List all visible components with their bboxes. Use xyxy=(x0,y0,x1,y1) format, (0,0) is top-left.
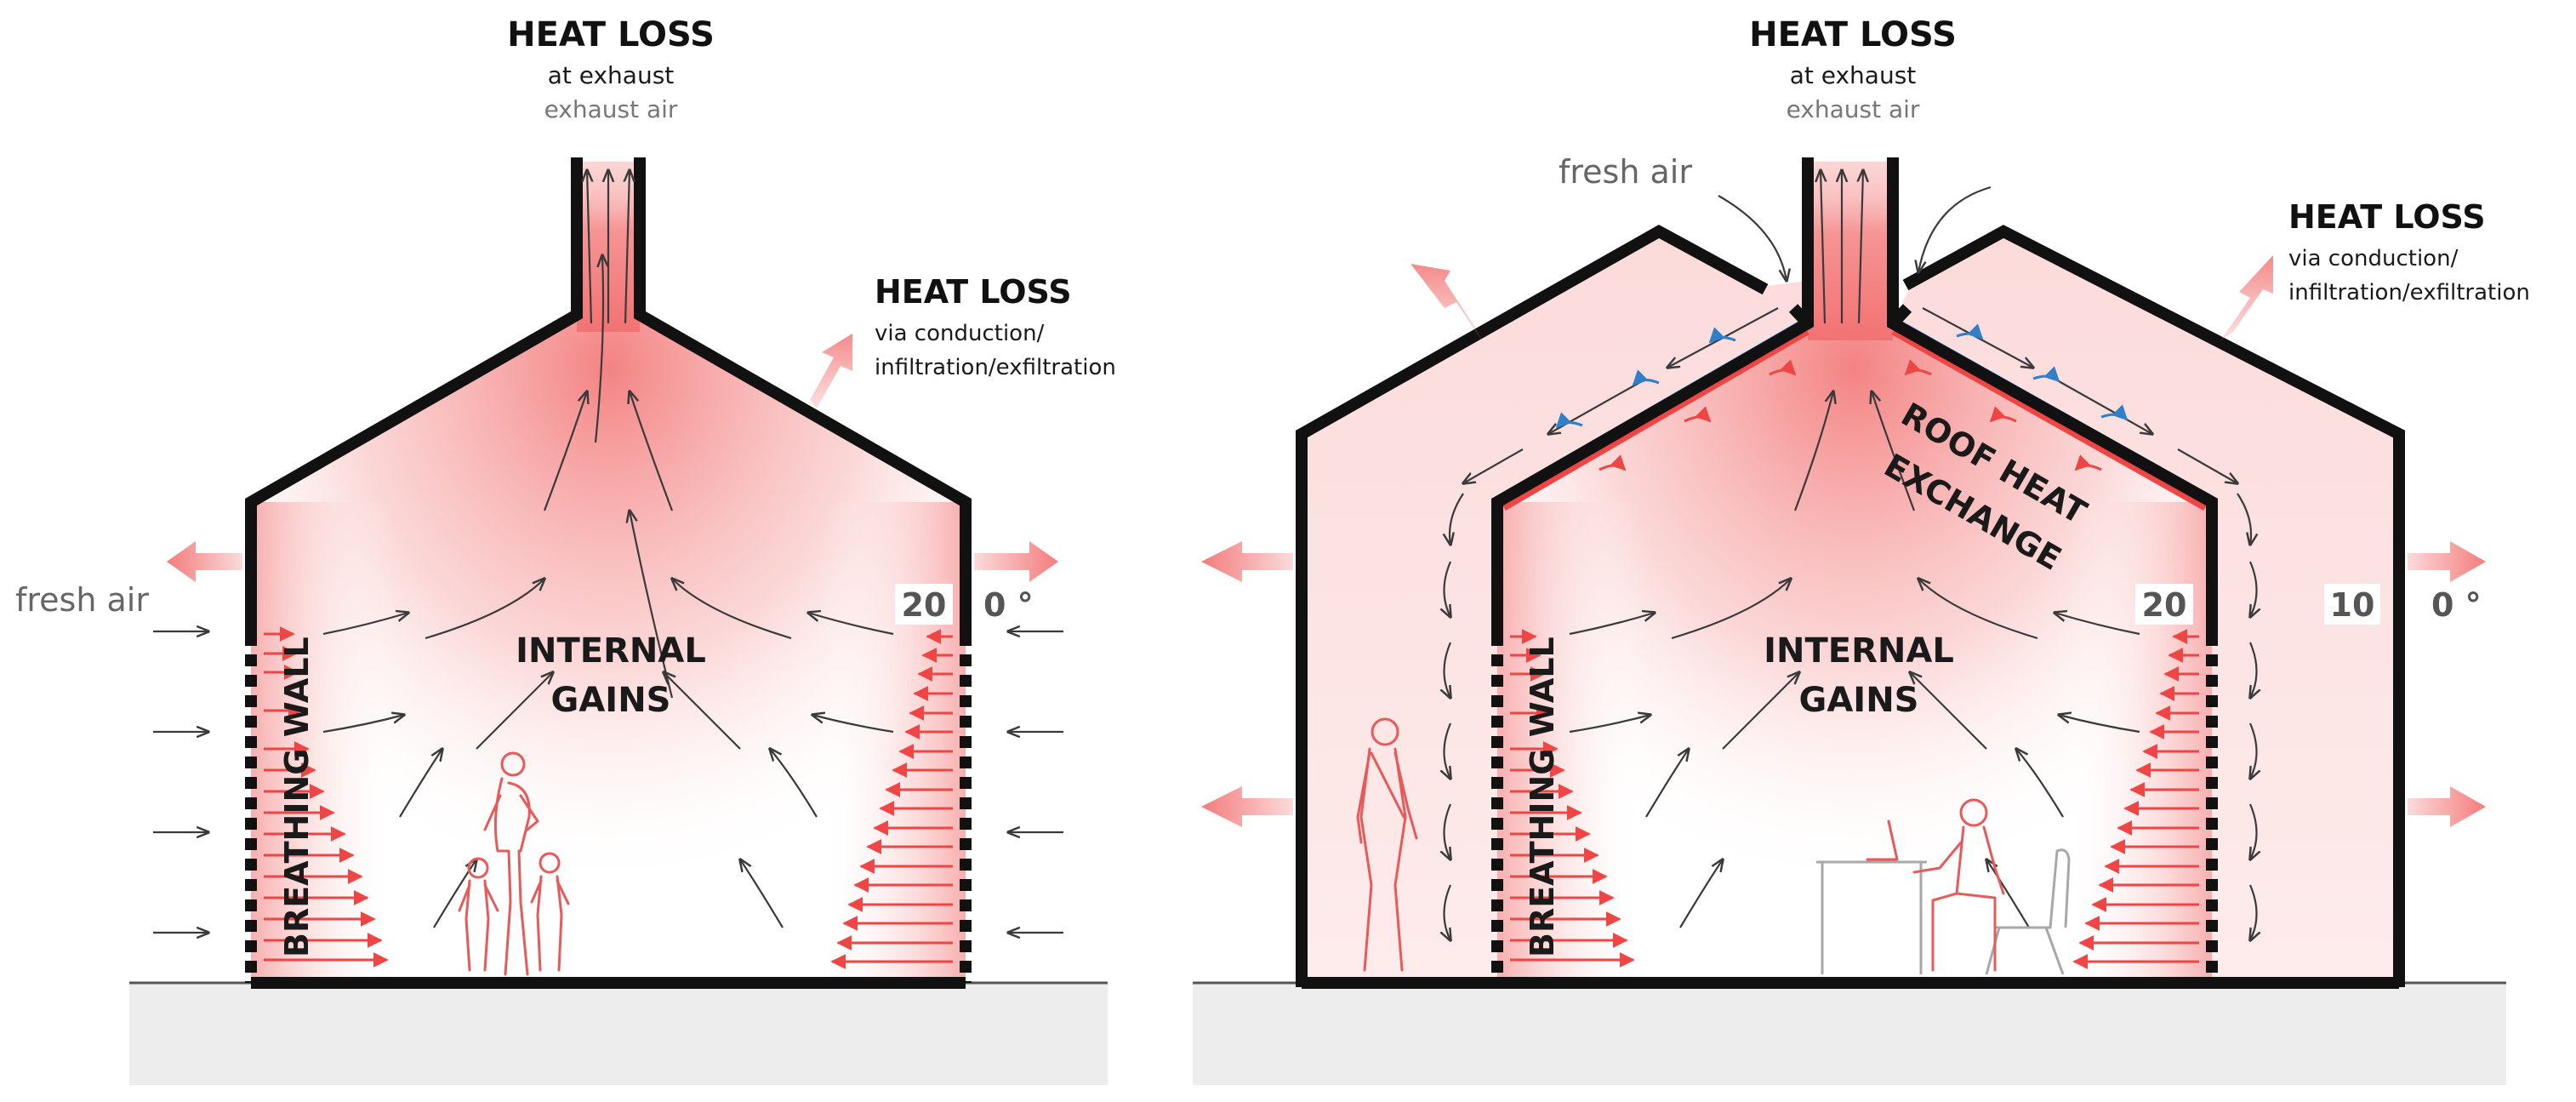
right-roof-red-arrows xyxy=(1599,359,2102,471)
right-internal-gains-2: GAINS xyxy=(1799,681,1919,720)
walking-person-figure xyxy=(1356,717,1418,972)
right-exhaust-line2: exhaust air xyxy=(1787,95,1920,123)
right-warm-arrows-l xyxy=(1510,629,1635,968)
right-heat-loss-arrow-right-upper xyxy=(2408,541,2486,582)
right-house xyxy=(1193,157,2506,1085)
right-outer-wall-left xyxy=(1296,224,1769,987)
right-roof-blue-arrows xyxy=(1555,323,2129,429)
right-temp-inside: 20 xyxy=(2142,586,2187,624)
roof-exchange-warm-left xyxy=(1502,328,1809,511)
left-internal-gains-2: GAINS xyxy=(551,681,671,720)
fresh-air-arrows-left xyxy=(153,631,208,933)
left-airflow xyxy=(322,170,894,928)
right-chimney-hook-r xyxy=(1888,304,1912,328)
right-outer-shell-fill xyxy=(1302,231,1808,983)
right-temp-inside-bg xyxy=(2135,584,2193,625)
right-outer-downflow-right xyxy=(2237,493,2257,940)
right-temp-outside: 0 ° xyxy=(2431,586,2482,624)
right-outer-downflow-left xyxy=(1445,493,1464,940)
left-labels: HEAT LOSS at exhaust exhaust air HEAT LO… xyxy=(15,15,1116,957)
right-warm-arrows-r xyxy=(2072,629,2199,969)
right-exhaust-title: HEAT LOSS xyxy=(1749,15,1957,54)
right-heat-loss-arrow-roof-left xyxy=(1411,264,1485,345)
left-warm-arrows-l xyxy=(264,626,389,968)
family-figure xyxy=(458,751,570,976)
right-conduction-line1: via conduction/ xyxy=(2288,246,2459,271)
laptop-figure xyxy=(1866,819,1899,861)
right-chimney-hook-l xyxy=(1788,304,1813,328)
left-breathing-wall-label: BREATHING WALL xyxy=(278,637,316,957)
left-fresh-air-label: fresh air xyxy=(15,581,149,619)
left-interior-warm xyxy=(251,162,966,983)
right-temp-middle-bg xyxy=(2324,584,2380,625)
right-heat-loss-arrow-left-lower xyxy=(1201,786,1293,827)
left-wall-glow-r xyxy=(821,502,966,983)
left-house-wall xyxy=(245,157,972,989)
right-conduction-line2: infiltration/exfiltration xyxy=(2288,280,2530,305)
right-breathing-wall-label: BREATHING WALL xyxy=(1524,637,1561,957)
chair xyxy=(1985,848,2071,975)
left-internal-gains-1: INTERNAL xyxy=(516,631,706,671)
heat-loss-arrow-right xyxy=(974,541,1058,582)
left-conduction-line2: infiltration/exfiltration xyxy=(875,355,1116,380)
right-airflow xyxy=(1569,170,2140,928)
right-conduction-title: HEAT LOSS xyxy=(2288,198,2486,236)
right-exhaust-line1: at exhaust xyxy=(1790,61,1917,89)
left-exhaust-line2: exhaust air xyxy=(544,95,678,123)
left-temp-inside-bg xyxy=(895,584,953,625)
right-heat-loss-arrow-right-lower xyxy=(2408,786,2486,827)
left-temp-outside: 0 ° xyxy=(983,586,1034,624)
heat-loss-arrow-left xyxy=(167,541,242,582)
desk xyxy=(1816,860,1927,974)
right-temp-middle: 10 xyxy=(2330,586,2375,624)
right-outer-wall-right xyxy=(1902,225,2405,987)
roof-exchange-warm-right xyxy=(1891,328,2207,511)
left-wall-glow-l xyxy=(251,502,396,983)
right-internal-gains-1: INTERNAL xyxy=(1764,631,1954,671)
left-temp-inside: 20 xyxy=(902,586,947,624)
right-wall-glow-l xyxy=(1497,502,1642,983)
right-wall-glow-r xyxy=(2067,502,2212,983)
right-heat-loss-arrow-roof-right xyxy=(2220,255,2273,340)
right-heat-loss-arrow-left-upper xyxy=(1201,541,1293,582)
right-fresh-air-label: fresh air xyxy=(1559,153,1692,191)
right-outer-shell-fill-2 xyxy=(1893,231,2399,983)
fresh-air-arrows-right xyxy=(1008,631,1063,933)
seated-person-figure xyxy=(1912,798,2005,972)
right-fresh-air-entry xyxy=(1718,186,1992,281)
heat-loss-arrow-roof-left xyxy=(810,334,852,408)
left-conduction-line1: via conduction/ xyxy=(875,321,1045,346)
left-exhaust-line1: at exhaust xyxy=(548,61,675,89)
left-exhaust-title: HEAT LOSS xyxy=(507,15,715,54)
right-interior-warm xyxy=(1497,162,2212,983)
left-house xyxy=(129,157,1108,1085)
left-warm-arrows-r xyxy=(830,629,953,969)
ground-right xyxy=(1193,983,2506,1085)
ground-left xyxy=(129,983,1108,1085)
left-conduction-title: HEAT LOSS xyxy=(875,273,1072,311)
